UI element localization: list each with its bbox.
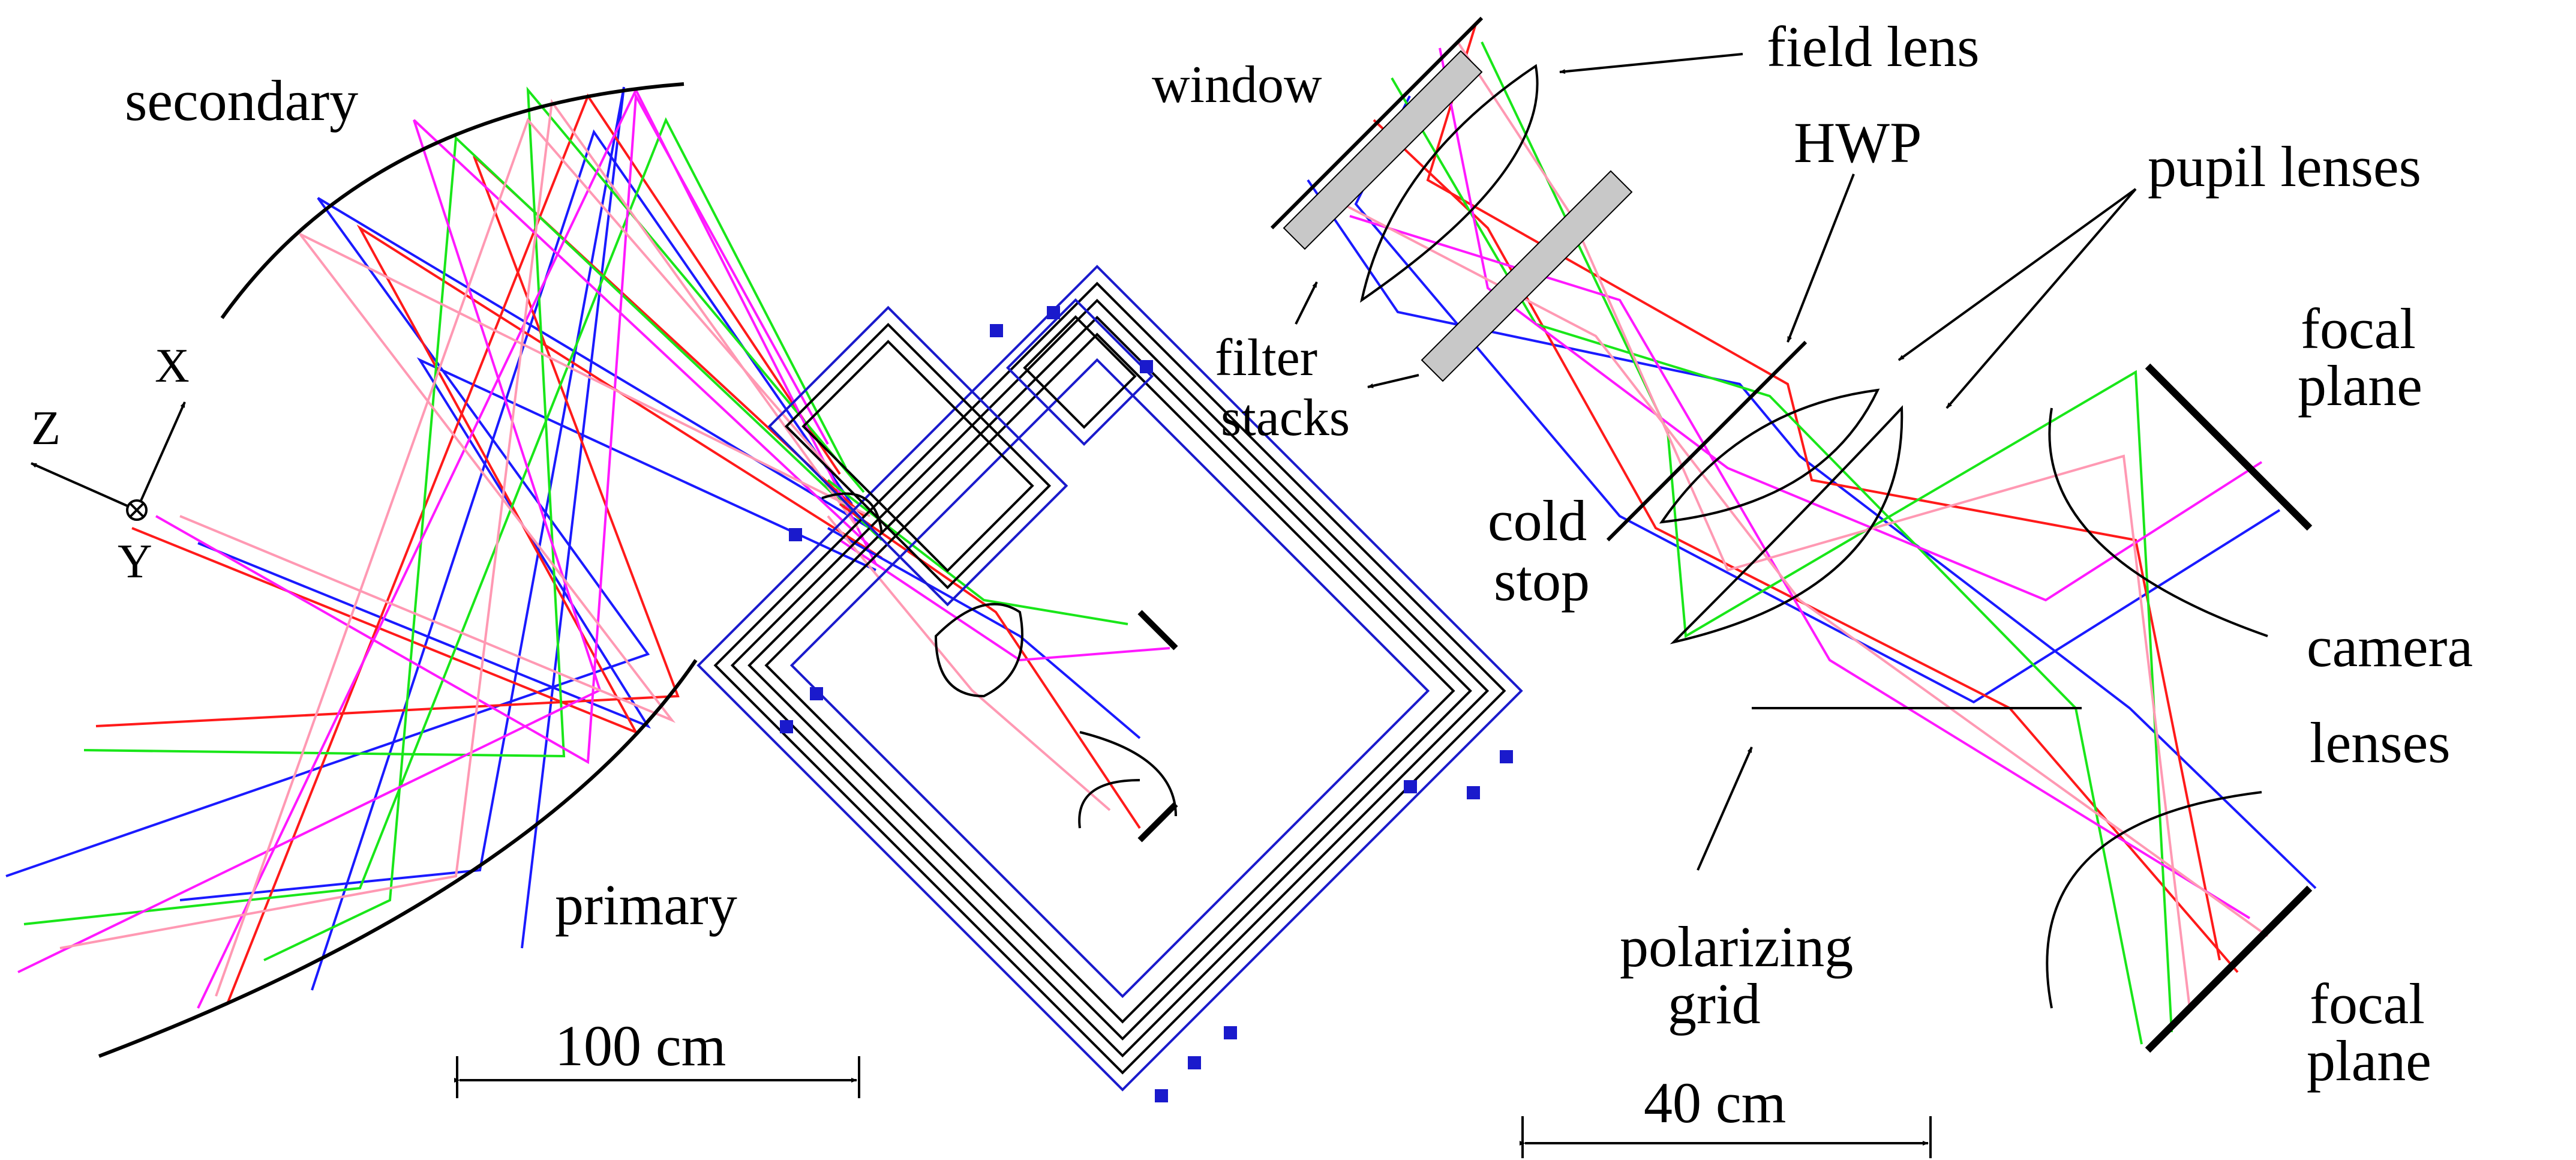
focal-top-label-2: plane	[2298, 353, 2422, 418]
ray-path	[1349, 215, 2251, 919]
scale-left-label: 100 cm	[555, 1014, 726, 1078]
field-lens-label: field lens	[1767, 14, 1980, 79]
camera-label: camera	[2307, 615, 2473, 679]
ray-path	[131, 224, 883, 735]
receiver-optics	[821, 492, 1177, 829]
label-arrows	[1295, 53, 2137, 871]
ray-path	[197, 357, 876, 729]
camera-lens-top	[2048, 407, 2268, 637]
field-lens	[1359, 64, 1539, 303]
ray-path	[1319, 191, 2269, 937]
ray-path	[179, 86, 625, 949]
ray-path	[1373, 119, 2239, 973]
ray-path	[95, 155, 865, 727]
grid-label: grid	[1668, 972, 1761, 1036]
focal-bottom-label-1: focal	[2310, 972, 2425, 1036]
ray-path	[17, 119, 871, 973]
camera-lens-bottom	[2046, 791, 2262, 1009]
hwp-and-cold-stop	[1606, 340, 1808, 542]
pupil-lens-1	[1659, 388, 1880, 524]
ray-path	[23, 117, 847, 925]
coordinate-axes	[31, 401, 186, 521]
hwp-label: HWP	[1794, 110, 1922, 175]
receiver-cryostat	[696, 265, 1523, 1092]
ray-path	[179, 233, 870, 723]
polarizing-label: polarizing	[1620, 915, 1853, 979]
stacks-label: stacks	[1221, 389, 1350, 447]
axis-y-label: Y	[118, 535, 152, 588]
scale-right-label: 40 cm	[1644, 1071, 1786, 1135]
ray-path	[215, 118, 841, 997]
focal-top-label-1: focal	[2301, 296, 2416, 361]
filter-label: filter	[1215, 329, 1317, 387]
focal-bottom-label-2: plane	[2307, 1029, 2431, 1093]
pupil-lenses-label: pupil lenses	[2148, 134, 2421, 199]
focal-plane-bottom	[2145, 885, 2313, 1053]
ray-path	[1391, 77, 2143, 1045]
ray-path	[1481, 41, 2173, 1033]
ray-path	[263, 135, 883, 961]
stop-label: stop	[1494, 548, 1590, 613]
ray-path	[59, 98, 859, 949]
ray-path	[839, 503, 1141, 829]
ray-path	[1439, 47, 2263, 602]
receiver-focal-planes	[1137, 610, 1178, 843]
window-and-filters	[1270, 16, 1633, 382]
scale-bar-40cm	[1520, 1116, 1932, 1158]
secondary-mirror	[220, 82, 684, 319]
ray-path	[155, 92, 829, 765]
cold-label: cold	[1488, 488, 1587, 553]
axis-x-label: X	[155, 340, 190, 392]
ray-path	[1307, 179, 2317, 889]
window-label: window	[1152, 56, 1322, 114]
ray-path	[827, 515, 1111, 811]
primary-label: primary	[555, 873, 737, 937]
axis-z-label: Z	[31, 402, 61, 455]
secondary-label: secondary	[125, 68, 358, 133]
focal-plane-top	[2145, 363, 2313, 531]
primary-mirror	[98, 659, 698, 1058]
ray-path	[839, 539, 1170, 662]
ray-path	[5, 197, 871, 877]
pupil-lens-2	[1670, 405, 1904, 645]
receiver-fasteners	[780, 306, 1513, 1102]
lenses-label: lenses	[2310, 711, 2451, 775]
scale-bar-100cm	[454, 1056, 860, 1098]
ray-path	[1457, 41, 2191, 1009]
